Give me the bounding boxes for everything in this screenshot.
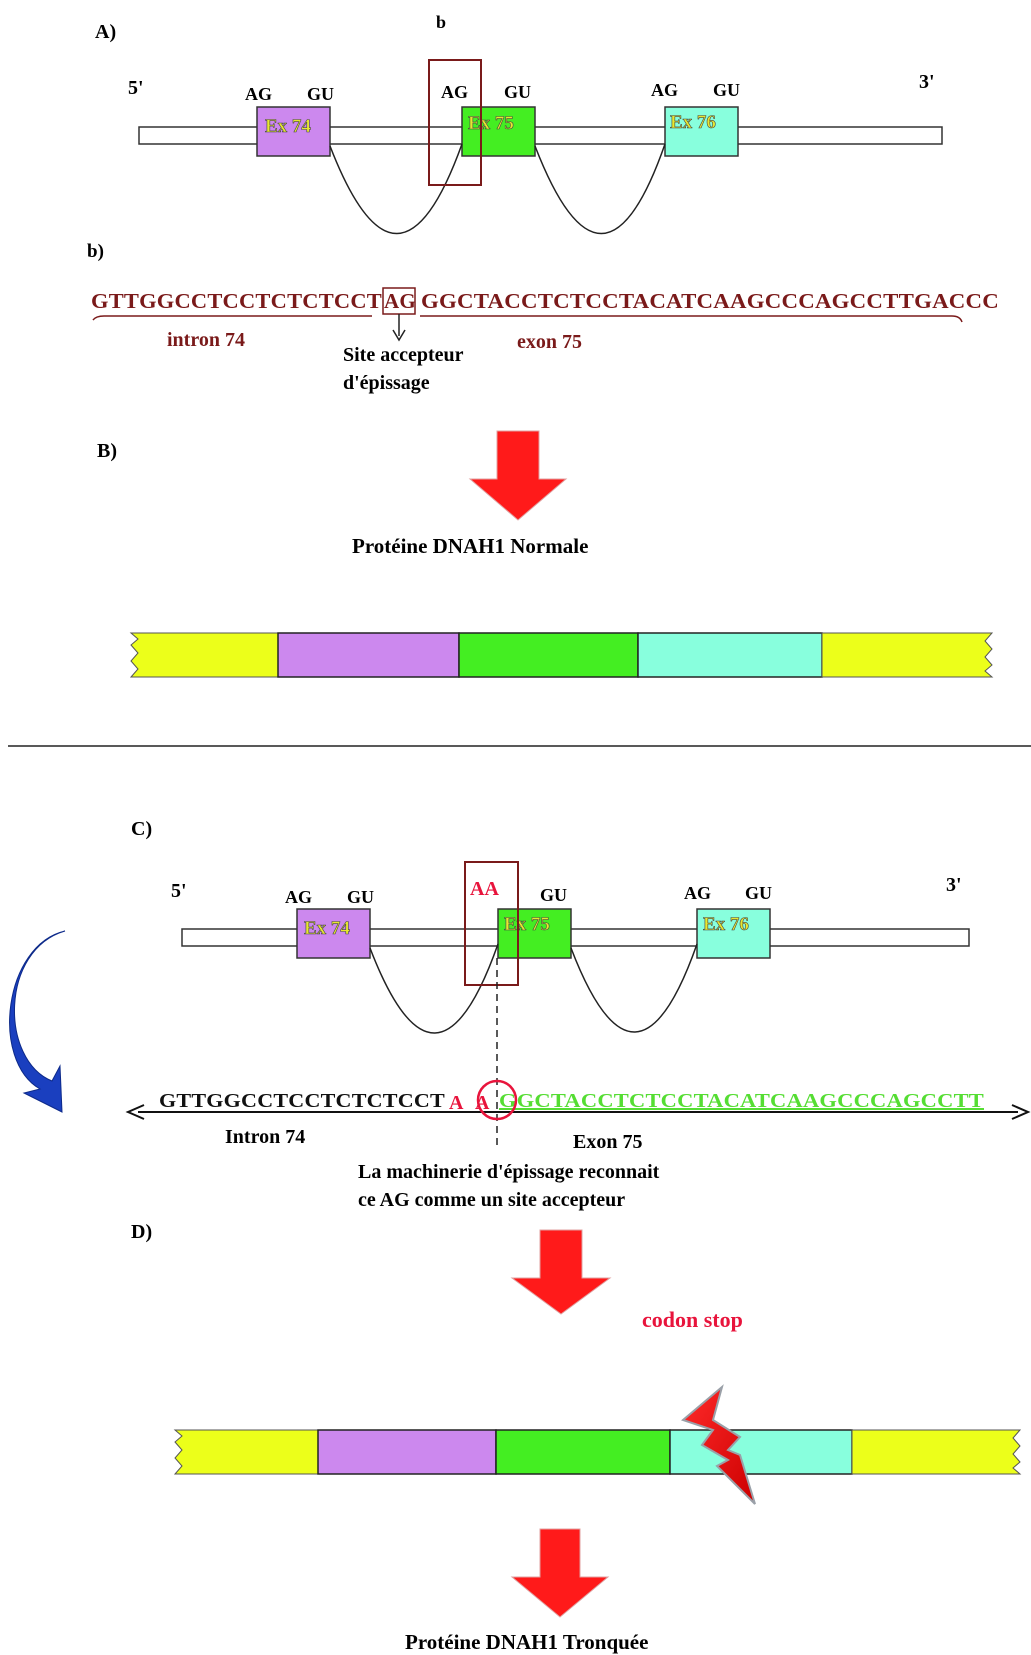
panel-c-exon-75-label: Ex 75 [504,914,550,935]
truncated-protein-ex74 [317,1429,497,1475]
panel-a-ex76-acceptor: AG [651,80,678,100]
stop-codon-label: codon stop [642,1307,743,1332]
panel-c-five-prime: 5' [171,880,187,902]
panel-a-box-label: b [436,12,446,32]
stop-lightning-icon [680,1384,756,1505]
panel-c-ex76-donor: GU [745,883,772,903]
panel-a-splice-loop-1 [329,143,463,235]
panel-d-label: D) [131,1221,152,1243]
normal-protein-ex74 [277,632,460,678]
panel-c-exon-74 [296,908,371,959]
panel-a-ex74-donor: GU [307,84,334,104]
panel-c-ex74-acceptor: AG [285,887,312,907]
panel-b-label: B) [97,440,117,462]
note-line-2: ce AG comme un site accepteur [358,1189,625,1211]
normal-protein-label: Protéine DNAH1 Normale [352,534,588,558]
panel-c-three-prime: 3' [946,874,962,896]
truncated-protein-c-term [851,1429,1022,1475]
note-line-1: La machinerie d'épissage reconnait [358,1161,660,1183]
mut-intron-sequence: GTTGGCCTCCTCTCTCCT [159,1090,445,1112]
panel-c-gene-bar [181,928,970,947]
down-arrow-truncated [510,1229,612,1315]
panel-c-ex75-donor: GU [540,885,567,905]
panel-a-label: A) [95,21,116,43]
site-label-line1: Site accepteur [343,344,464,366]
panel-a-ex76-donor: GU [713,80,740,100]
panel-a-ex74-acceptor: AG [245,84,272,104]
panel-c-intron-label: Intron 74 [225,1126,305,1148]
normal-protein-ex75 [458,632,639,678]
site-label-line2: d'épissage [343,372,430,394]
normal-protein-n-term [129,632,279,678]
down-arrow-normal [468,430,568,521]
blue-curved-arrow [9,930,66,1113]
panel-a-splice-loop-2 [534,143,666,235]
panel-a-exon-76 [664,106,739,157]
panel-c-splice-loop-2 [570,943,698,1033]
panel-c-mutant-site: AA [470,878,499,900]
panel-c-mutation-highlight [464,861,519,986]
truncated-protein-n-term [173,1429,319,1475]
panel-a-ex75-acceptor: AG [441,82,468,102]
mut-exon-sequence: GGCTACCTCTCCTACATCAAGCCCAGCCTT [499,1090,985,1112]
panel-c-exon-75 [497,908,572,959]
panel-c-exon-76 [696,908,771,959]
panel-a-exon-74-label: Ex 74 [265,116,311,137]
panel-a-ex75-donor: GU [504,82,531,102]
panel-c-exon-74-label: Ex 74 [304,918,350,939]
panel-a-exon-75 [461,106,536,157]
wt-intron-sequence: GTTGGCCTCCTCTCTCCT [91,289,382,313]
truncated-protein-label: Protéine DNAH1 Tronquée [405,1630,648,1654]
mutant-seq-right-arrowhead [1011,1104,1031,1120]
panel-c-exon-76-label: Ex 76 [703,914,749,935]
wt-exon-sequence: GGCTACCTCTCCTACATCAAGCCCAGCCTTGACCC [421,289,999,313]
normal-protein-ex76 [637,632,823,678]
down-arrow-final [510,1528,610,1618]
panel-a-acceptor-highlight [428,59,482,186]
panel-a-exon-76-label: Ex 76 [670,112,716,133]
normal-protein-c-term [821,632,994,678]
panel-a-three-prime: 3' [919,71,935,93]
truncated-protein-ex75 [495,1429,671,1475]
intron-74-label: intron 74 [167,329,245,351]
panel-a-five-prime: 5' [128,77,144,99]
site-pointer-head [392,329,406,342]
panel-a-exon-74 [256,106,331,157]
truncated-protein-ex76 [669,1429,853,1475]
panel-a-gene-bar [138,126,943,145]
panel-c-ex74-donor: GU [347,887,374,907]
panel-c-label: C) [131,818,152,840]
exon-75-label: exon 75 [517,331,582,353]
panel-a-exon-75-label: Ex 75 [468,113,514,134]
intron-brace [92,315,372,321]
panel-c-exon-label: Exon 75 [573,1131,642,1153]
panel-c-splice-loop-1 [369,943,499,1034]
panel-c-ex76-acceptor: AG [684,883,711,903]
mutant-seq-left-arrowhead [125,1104,145,1120]
cryptic-ag-circle [476,1079,518,1121]
exon-brace [420,315,963,323]
mut-base-a1: A [449,1092,464,1114]
wt-acceptor-site: AG [384,289,416,313]
panel-b-seq-label: b) [87,241,104,262]
